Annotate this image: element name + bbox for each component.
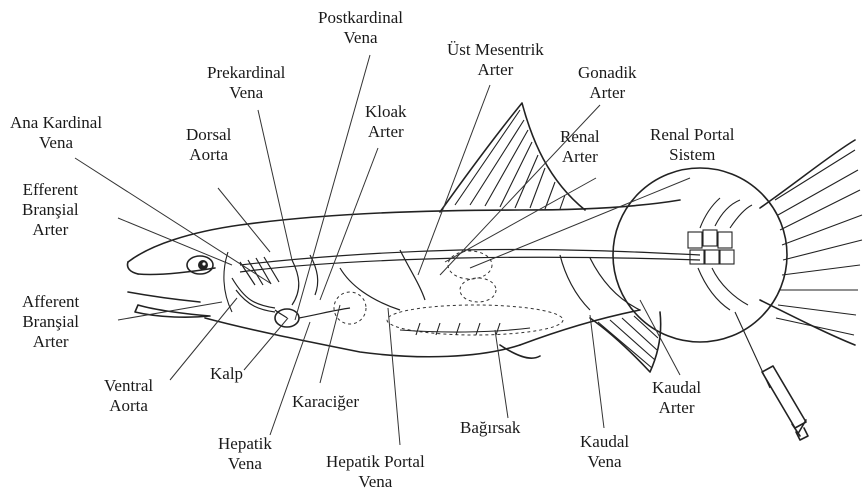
label-hepatik-portal-vena: Hepatik Portal Vena bbox=[326, 452, 425, 492]
syringe bbox=[735, 312, 808, 440]
label-kloak-arter: Kloak Arter bbox=[365, 102, 407, 142]
eye bbox=[187, 256, 213, 274]
label-dorsal-aorta: Dorsal Aorta bbox=[186, 125, 231, 165]
label-kaudal-arter: Kaudal Arter bbox=[652, 378, 701, 418]
label-renal-portal-sistem: Renal Portal Sistem bbox=[650, 125, 735, 165]
label-afferent-bransial-arter: Afferent Branşial Arter bbox=[22, 292, 79, 352]
label-postkardinal-vena: Postkardinal Vena bbox=[318, 8, 403, 48]
label-renal-arter: Renal Arter bbox=[560, 127, 600, 167]
intestine bbox=[387, 305, 563, 335]
label-prekardinal-vena: Prekardinal Vena bbox=[207, 63, 285, 103]
fish-body bbox=[127, 200, 680, 372]
label-gonadik-arter: Gonadik Arter bbox=[578, 63, 637, 103]
label-efferent-bransial-arter: Efferent Branşial Arter bbox=[22, 180, 79, 240]
label-ana-kardinal-vena: Ana Kardinal Vena bbox=[10, 113, 102, 153]
label-bagirsak: Bağırsak bbox=[460, 418, 520, 438]
label-hepatik-vena: Hepatik Vena bbox=[218, 434, 272, 474]
label-kalp: Kalp bbox=[210, 364, 243, 384]
label-karaciger: Karaciğer bbox=[292, 392, 359, 412]
label-ust-mesentrik-arter: Üst Mesentrik Arter bbox=[447, 40, 544, 80]
label-ventral-aorta: Ventral Aorta bbox=[104, 376, 153, 416]
tail-fin bbox=[760, 140, 862, 345]
label-kaudal-vena: Kaudal Vena bbox=[580, 432, 629, 472]
